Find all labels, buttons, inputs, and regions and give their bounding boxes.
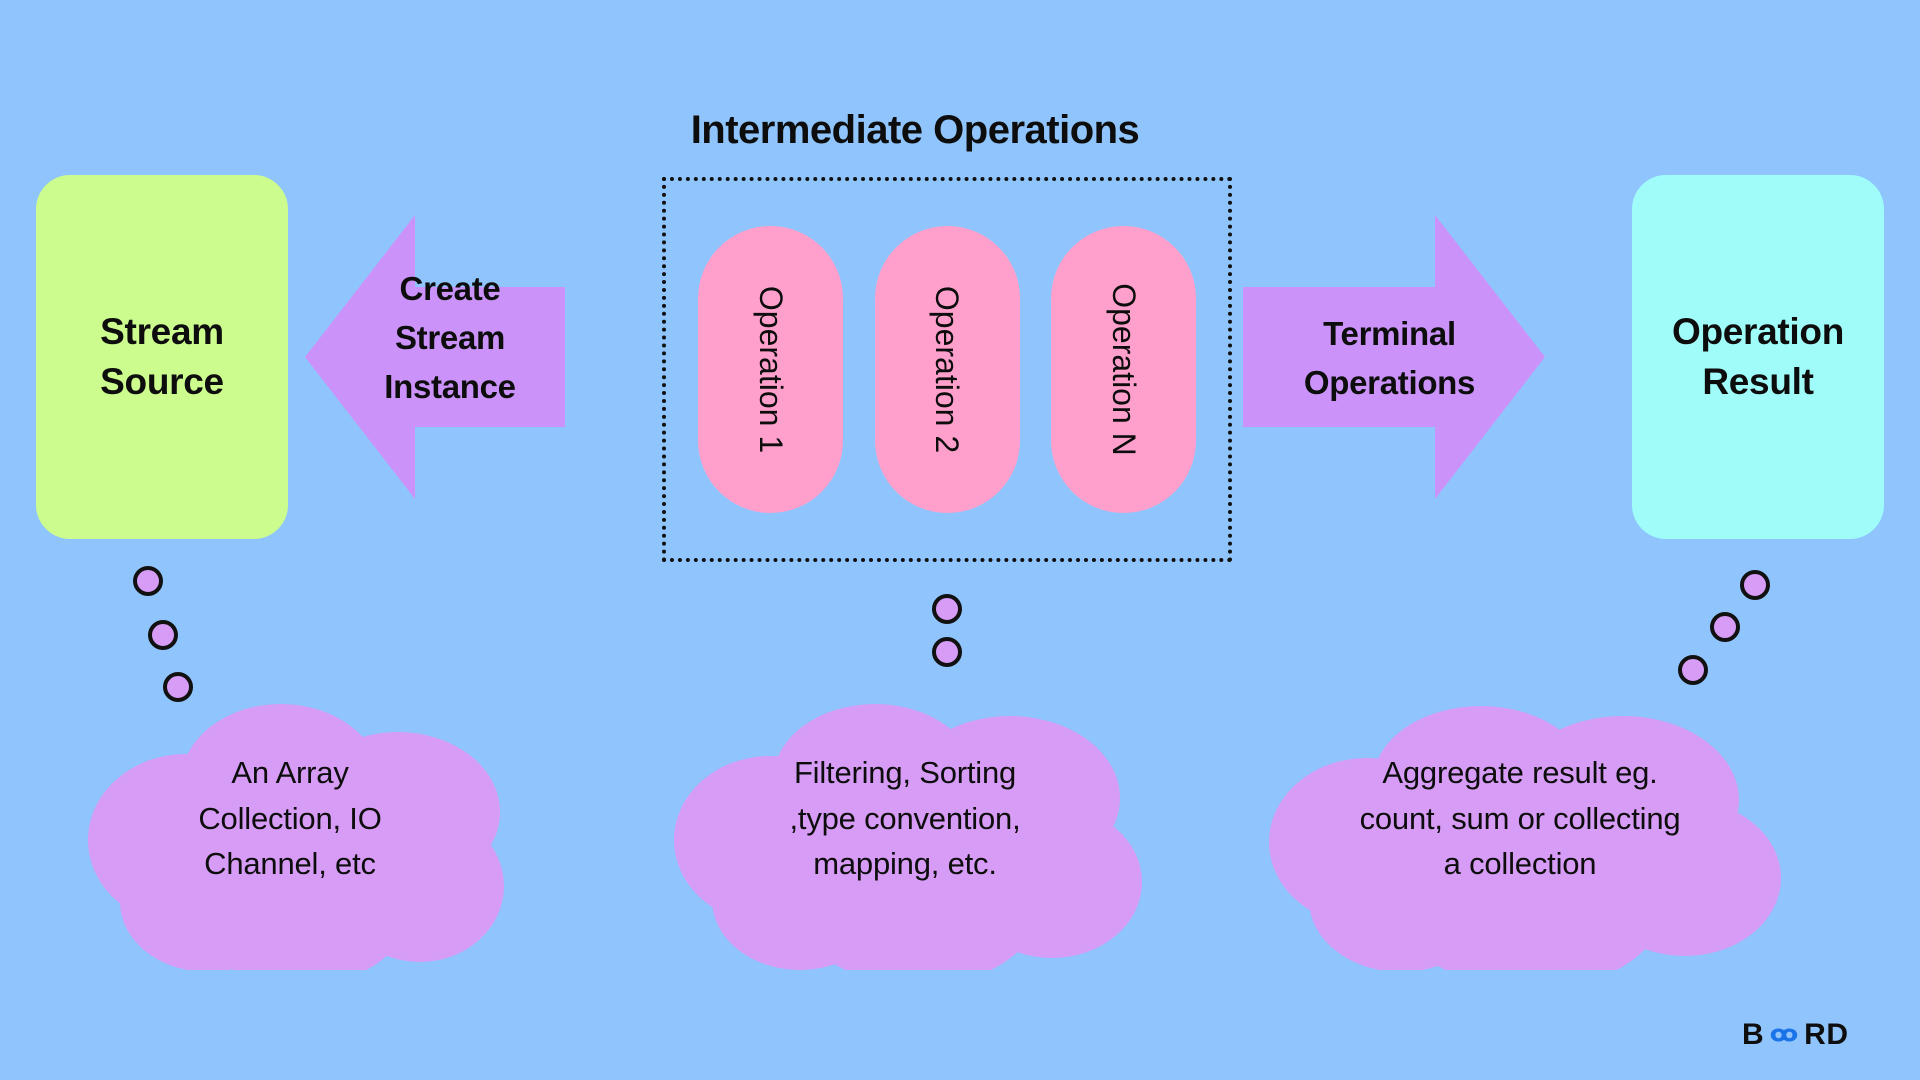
operation-result-label: Operation Result bbox=[1672, 307, 1844, 407]
operation-pill-1: Operation 1 bbox=[697, 226, 843, 513]
terminal-operations-arrow bbox=[1243, 175, 1545, 539]
create-stream-instance-label: Create Stream Instance bbox=[340, 265, 560, 411]
terminal-cloud-line3: a collection bbox=[1443, 846, 1597, 882]
thought-bubble-source-3 bbox=[163, 672, 193, 702]
intermediate-cloud bbox=[660, 690, 1150, 970]
operation-pill-1-label: Operation 1 bbox=[752, 285, 789, 454]
arrow-right-line2: Operations bbox=[1303, 363, 1476, 401]
arrow-left-line2: Stream bbox=[394, 318, 506, 356]
source-cloud-line2: Collection, IO bbox=[198, 800, 382, 836]
operations-row: Operation 1 Operation 2 Operation N bbox=[666, 181, 1228, 558]
stream-source-label: Stream Source bbox=[100, 307, 224, 407]
intermediate-cloud-line1: Filtering, Sorting bbox=[793, 755, 1017, 790]
operation-result-node: Operation Result bbox=[1632, 175, 1884, 539]
arrow-left-line3: Instance bbox=[384, 367, 516, 405]
terminal-operations-label: Terminal Operations bbox=[1262, 310, 1517, 408]
operation-pill-2: Operation 2 bbox=[874, 226, 1020, 513]
thought-bubble-intermediate-1 bbox=[932, 594, 962, 624]
intermediate-cloud-text: Filtering, Sorting ,type convention, map… bbox=[665, 750, 1145, 887]
source-cloud-line1: An Array bbox=[231, 755, 349, 790]
intermediate-cloud-line2: ,type convention, bbox=[789, 800, 1021, 836]
logo-prefix: B bbox=[1742, 1018, 1765, 1051]
board-logo: B RD bbox=[1742, 1018, 1849, 1052]
intermediate-cloud-line3: mapping, etc. bbox=[813, 846, 997, 882]
source-cloud-text: An Array Collection, IO Channel, etc bbox=[80, 750, 500, 887]
logo-suffix: RD bbox=[1804, 1018, 1849, 1051]
terminal-cloud-line2: count, sum or collecting bbox=[1359, 800, 1681, 836]
operation-result-line2: Result bbox=[1702, 361, 1814, 402]
intermediate-operations-group: Operation 1 Operation 2 Operation N bbox=[662, 177, 1232, 562]
thought-bubble-terminal-2 bbox=[1710, 612, 1740, 642]
arrow-left-line1: Create bbox=[399, 270, 501, 307]
terminal-cloud-line1: Aggregate result eg. bbox=[1382, 755, 1658, 790]
stream-source-node: Stream Source bbox=[36, 175, 288, 539]
thought-bubble-terminal-1 bbox=[1740, 570, 1770, 600]
stream-source-line2: Source bbox=[100, 361, 224, 402]
source-cloud bbox=[68, 690, 508, 970]
operation-pill-n-label: Operation N bbox=[1106, 283, 1143, 456]
page-title: Intermediate Operations bbox=[690, 108, 1140, 152]
operation-pill-2-label: Operation 2 bbox=[929, 285, 966, 454]
terminal-cloud-text: Aggregate result eg. count, sum or colle… bbox=[1258, 750, 1782, 887]
thought-bubble-source-2 bbox=[148, 620, 178, 650]
stream-source-line1: Stream bbox=[100, 311, 224, 353]
operation-result-line1: Operation bbox=[1671, 311, 1845, 353]
thought-bubble-intermediate-2 bbox=[932, 637, 962, 667]
terminal-cloud bbox=[1255, 690, 1785, 970]
thought-bubble-source-1 bbox=[133, 566, 163, 596]
operation-pill-n: Operation N bbox=[1051, 226, 1197, 513]
source-cloud-line3: Channel, etc bbox=[204, 846, 376, 882]
infinity-icon bbox=[1764, 1020, 1804, 1050]
create-stream-instance-arrow bbox=[305, 175, 565, 539]
thought-bubble-terminal-3 bbox=[1678, 655, 1708, 685]
arrow-right-line1: Terminal bbox=[1323, 315, 1456, 352]
